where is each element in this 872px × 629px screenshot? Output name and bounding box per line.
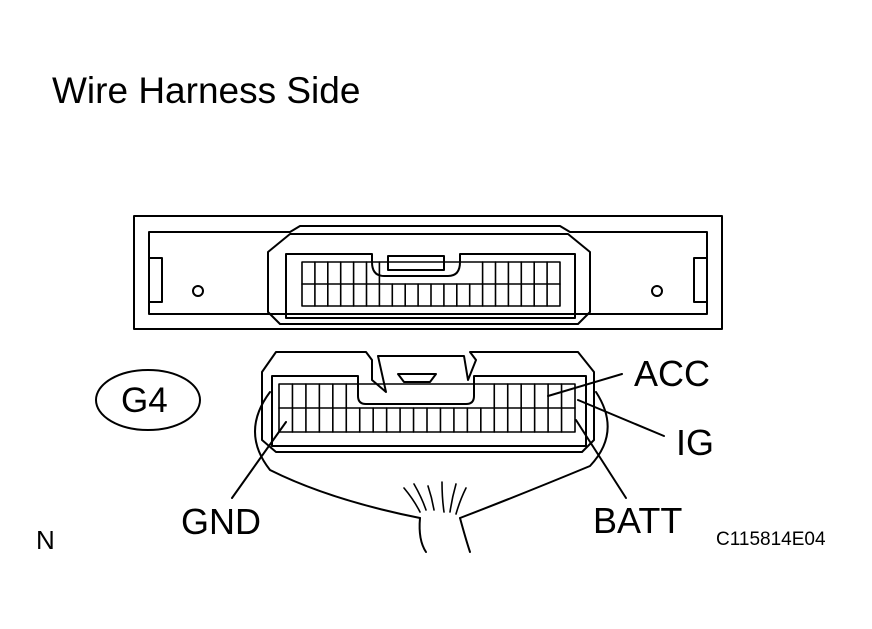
ecu-key-slot: [387, 255, 445, 271]
ecu-shell-inner: [285, 253, 576, 319]
wire-bundle-loop: [254, 391, 609, 519]
left-hole: [192, 285, 204, 297]
harness-shell-outer: [261, 351, 595, 453]
wire-strands: [403, 481, 467, 515]
pin-label-ig: IG: [676, 422, 715, 463]
acc-leader: [547, 373, 623, 397]
left-latch: [148, 257, 163, 303]
ecu-housing-outer: [133, 215, 723, 330]
ecu-connector: [133, 215, 723, 330]
corner-mark: N: [36, 525, 55, 555]
batt-leader: [575, 419, 627, 499]
pin-label-acc: ACC: [634, 353, 711, 394]
harness-shell-inner: [271, 375, 587, 447]
ecu-shell-outer: [267, 233, 591, 325]
ig-leader: [577, 399, 665, 437]
pin-label-gnd: GND: [181, 501, 261, 542]
connector-id-ellipse: [95, 369, 201, 431]
ecu-pin-grid: [301, 261, 561, 307]
harness-connector: [254, 351, 609, 553]
right-hole: [651, 285, 663, 297]
figure-code: C115814E04: [716, 529, 826, 550]
harness-key: [397, 373, 437, 383]
gnd-leader: [231, 421, 287, 499]
connector-id: G4: [121, 381, 168, 420]
harness-pin-grid: [278, 383, 576, 433]
callout-lines: [231, 373, 665, 499]
ecu-housing-inner: [148, 225, 708, 315]
pin-label-batt: BATT: [593, 500, 683, 541]
right-latch: [693, 257, 708, 303]
wire-bundle-tail: [418, 517, 471, 553]
diagram-title: Wire Harness Side: [52, 70, 361, 111]
